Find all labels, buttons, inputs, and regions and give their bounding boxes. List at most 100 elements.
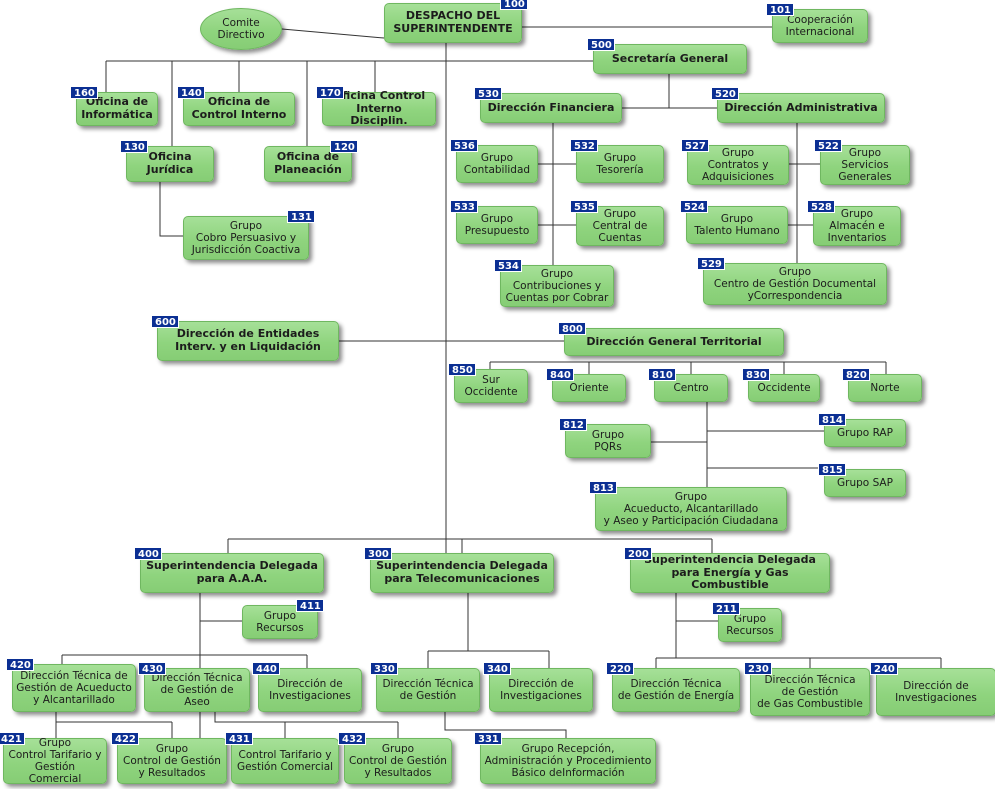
unit-code-badge: 527 [681,139,709,152]
org-unit-label: Grupo Tesorería [596,151,644,176]
org-unit-815: Grupo SAP [824,469,906,497]
org-unit-label: Grupo Control Tarifario y Gestión Comerc… [8,736,102,786]
unit-code-badge: 440 [252,662,280,675]
unit-code-badge: 524 [680,200,708,213]
unit-code-badge: 411 [296,599,324,612]
connector-line [281,28,385,39]
org-unit-label: Sur Occidente [464,373,518,398]
unit-code-badge: 532 [570,139,598,152]
unit-code-badge: 432 [338,732,366,745]
org-unit-label: Dirección Técnica de Gestión [382,677,474,702]
org-unit-522: Grupo Servicios Generales [820,145,910,185]
org-unit-comite: Comite Directivo [200,8,282,50]
unit-code-badge: 520 [711,87,739,100]
org-unit-420: Dirección Técnica de Gestión de Acueduct… [12,664,136,712]
org-unit-label: Grupo Recursos [256,609,304,634]
org-unit-530: Dirección Financiera [480,93,622,123]
org-unit-label: Oficina de Control Interno [191,95,287,121]
org-unit-600: Dirección de Entidades Interv. y en Liqu… [157,321,339,361]
org-unit-label: Grupo Presupuesto [464,212,530,237]
org-unit-label: Grupo Talento Humano [694,212,780,237]
org-unit-label: Dirección de Entidades Interv. y en Liqu… [175,327,321,353]
org-unit-label: Dirección General Territorial [586,334,762,348]
unit-code-badge: 422 [111,732,139,745]
unit-code-badge: 200 [624,547,652,560]
org-unit-300: Superintendencia Delegada para Telecomun… [370,553,554,593]
org-unit-label: Control Tarifario y Gestión Comercial [236,748,334,773]
unit-code-badge: 240 [870,662,898,675]
org-unit-label: Grupo Contribuciones y Cuentas por Cobra… [505,267,609,305]
org-unit-535: Grupo Central de Cuentas [576,206,664,246]
org-unit-label: Dirección Técnica de Gestión de Acueduct… [16,669,132,707]
org-unit-label: Grupo Control de Gestión y Resultados [349,742,447,780]
org-unit-label: Superintendencia Delegada para Telecomun… [376,559,548,585]
org-unit-534: Grupo Contribuciones y Cuentas por Cobra… [500,265,614,307]
org-unit-800: Dirección General Territorial [564,328,784,356]
unit-code-badge: 529 [697,257,725,270]
org-unit-330: Dirección Técnica de Gestión [376,668,480,712]
org-unit-100: DESPACHO DEL SUPERINTENDENTE [384,3,522,43]
org-unit-label: Grupo Central de Cuentas [592,207,648,245]
org-unit-label: Oficina de Informática [81,95,153,121]
org-unit-500: Secretaría General [593,44,747,74]
unit-code-badge: 331 [474,732,502,745]
org-unit-160: Oficina de Informática [76,92,158,126]
unit-code-badge: 100 [500,0,528,10]
org-unit-label: Comite Directivo [217,16,265,41]
org-unit-label: Grupo Control de Gestión y Resultados [123,742,221,780]
unit-code-badge: 421 [0,732,25,745]
org-unit-label: Norte [870,381,900,394]
org-unit-432: Grupo Control de Gestión y Resultados [344,738,452,784]
unit-code-badge: 522 [814,139,842,152]
org-unit-label: Grupo RAP [837,426,893,439]
unit-code-badge: 120 [330,140,358,153]
unit-code-badge: 535 [570,200,598,213]
connector-line [159,182,183,237]
unit-code-badge: 431 [225,732,253,745]
org-unit-label: Dirección de Investigaciones [500,677,582,702]
org-unit-label: Grupo Acueducto, Alcantarillado y Aseo y… [603,490,779,528]
org-unit-label: Grupo Servicios Generales [838,146,892,184]
org-unit-400: Superintendencia Delegada para A.A.A. [140,553,324,593]
unit-code-badge: 536 [450,139,478,152]
org-unit-label: Superintendencia Delegada para Energía y… [644,553,816,592]
org-unit-200: Superintendencia Delegada para Energía y… [630,553,830,593]
org-unit-label: Grupo Cobro Persuasivo y Jurisdicción Co… [191,219,301,257]
org-unit-label: Grupo Almacén e Inventarios [827,207,887,245]
unit-code-badge: 533 [450,200,478,213]
org-unit-label: Occidente [757,381,811,394]
org-unit-422: Grupo Control de Gestión y Resultados [117,738,227,784]
unit-code-badge: 330 [370,662,398,675]
org-unit-340: Dirección de Investigaciones [489,668,593,712]
org-unit-431: Control Tarifario y Gestión Comercial [231,738,339,784]
org-unit-label: Grupo Centro de Gestión Documental yCorr… [713,265,877,303]
org-unit-331: Grupo Recepción, Administración y Proced… [480,738,656,784]
unit-code-badge: 810 [648,368,676,381]
org-unit-131: Grupo Cobro Persuasivo y Jurisdicción Co… [183,216,309,260]
unit-code-badge: 131 [287,210,315,223]
org-unit-529: Grupo Centro de Gestión Documental yCorr… [703,263,887,305]
org-unit-label: Dirección Técnica de Gestión de Gas Comb… [757,673,863,711]
org-unit-label: Grupo Recepción, Administración y Proced… [484,742,652,780]
unit-code-badge: 815 [818,463,846,476]
org-unit-label: Grupo SAP [837,476,893,489]
org-unit-label: Grupo PQRs [591,428,625,453]
connector-line [444,712,567,738]
org-unit-label: Superintendencia Delegada para A.A.A. [146,559,318,585]
unit-code-badge: 430 [138,662,166,675]
org-unit-label: Cooperación Internacional [785,13,855,38]
unit-code-badge: 220 [606,662,634,675]
org-unit-240: Dirección de Investigaciones [876,668,995,716]
org-unit-430: Dirección Técnica de Gestión de Aseo [144,668,250,712]
org-unit-814: Grupo RAP [824,419,906,447]
org-unit-label: Grupo Contabilidad [463,151,531,176]
org-unit-130: Oficina Jurídica [126,146,214,182]
unit-code-badge: 300 [364,547,392,560]
unit-code-badge: 820 [842,368,870,381]
unit-code-badge: 211 [712,602,740,615]
org-unit-label: Grupo Contratos y Adquisiciones [702,146,774,184]
unit-code-badge: 230 [744,662,772,675]
unit-code-badge: 534 [494,259,522,272]
